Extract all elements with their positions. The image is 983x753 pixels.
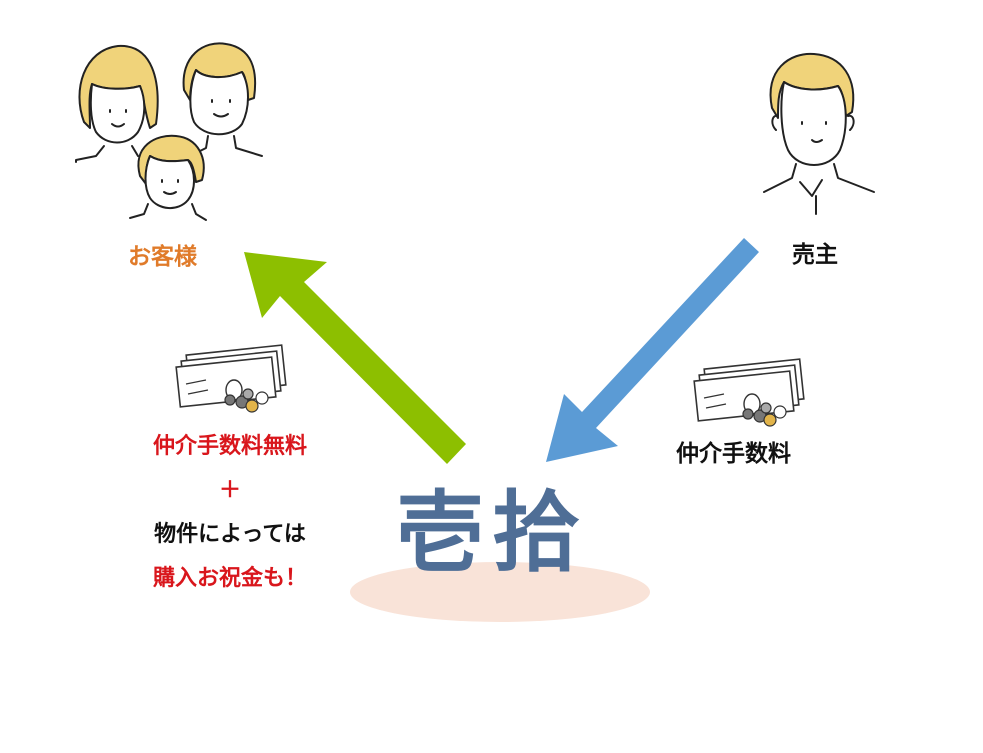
family-illustration-icon — [75, 42, 263, 221]
customer-benefits: 仲介手数料無料 ＋ 物件によっては 購入お祝金も！ — [110, 432, 350, 608]
seller-label: 売主 — [792, 242, 838, 268]
man-figure-icon — [182, 42, 263, 157]
seller-illustration-icon — [763, 52, 875, 215]
customer-label: お客様 — [128, 244, 197, 270]
brand-logo: 壱拾 — [396, 480, 589, 584]
green-arrow-icon — [244, 252, 466, 464]
woman-figure-icon — [75, 44, 159, 163]
benefit-line-no-fee: 仲介手数料無料 — [152, 434, 307, 459]
brand-ellipse — [350, 562, 650, 622]
money-bills-coins-icon — [693, 358, 805, 427]
blue-arrow-icon — [546, 238, 759, 462]
seller-fee-label: 仲介手数料 — [676, 441, 791, 467]
benefit-line-depending: 物件によっては — [154, 522, 306, 547]
benefit-plus: ＋ — [218, 478, 241, 503]
benefit-line-bonus: 購入お祝金も！ — [152, 566, 307, 591]
child-figure-icon — [129, 134, 207, 221]
money-bills-coins-icon — [175, 344, 287, 413]
